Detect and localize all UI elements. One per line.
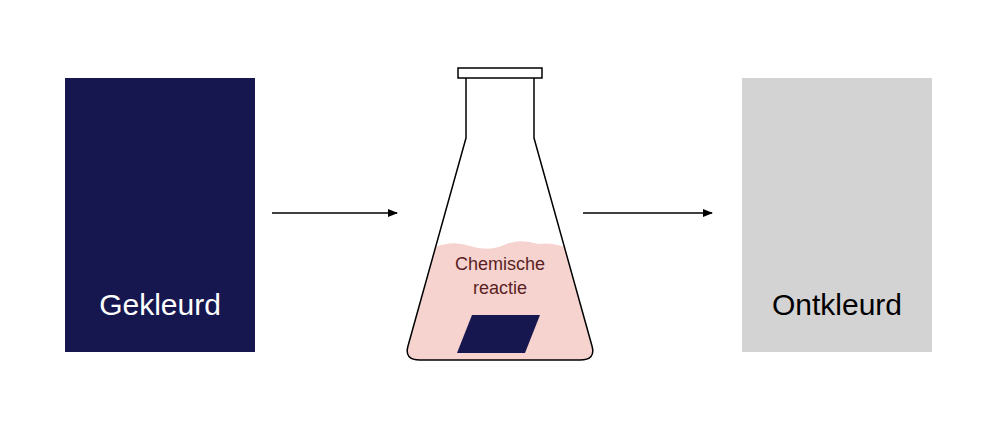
flask-rim <box>458 68 542 78</box>
arrow <box>583 212 712 214</box>
arrow <box>272 212 397 214</box>
flask-body <box>407 78 593 360</box>
decolored-box: Ontkleurd <box>742 78 932 352</box>
box-label: Ontkleurd <box>772 288 902 322</box>
flask: Chemische reactie <box>400 62 600 372</box>
liquid <box>407 241 593 360</box>
box-label: Gekleurd <box>99 288 221 322</box>
colored-sample <box>457 315 540 353</box>
colored-box: Gekleurd <box>65 78 255 352</box>
flask-outline <box>400 62 600 372</box>
reaction-label: Chemische reactie <box>430 252 570 300</box>
